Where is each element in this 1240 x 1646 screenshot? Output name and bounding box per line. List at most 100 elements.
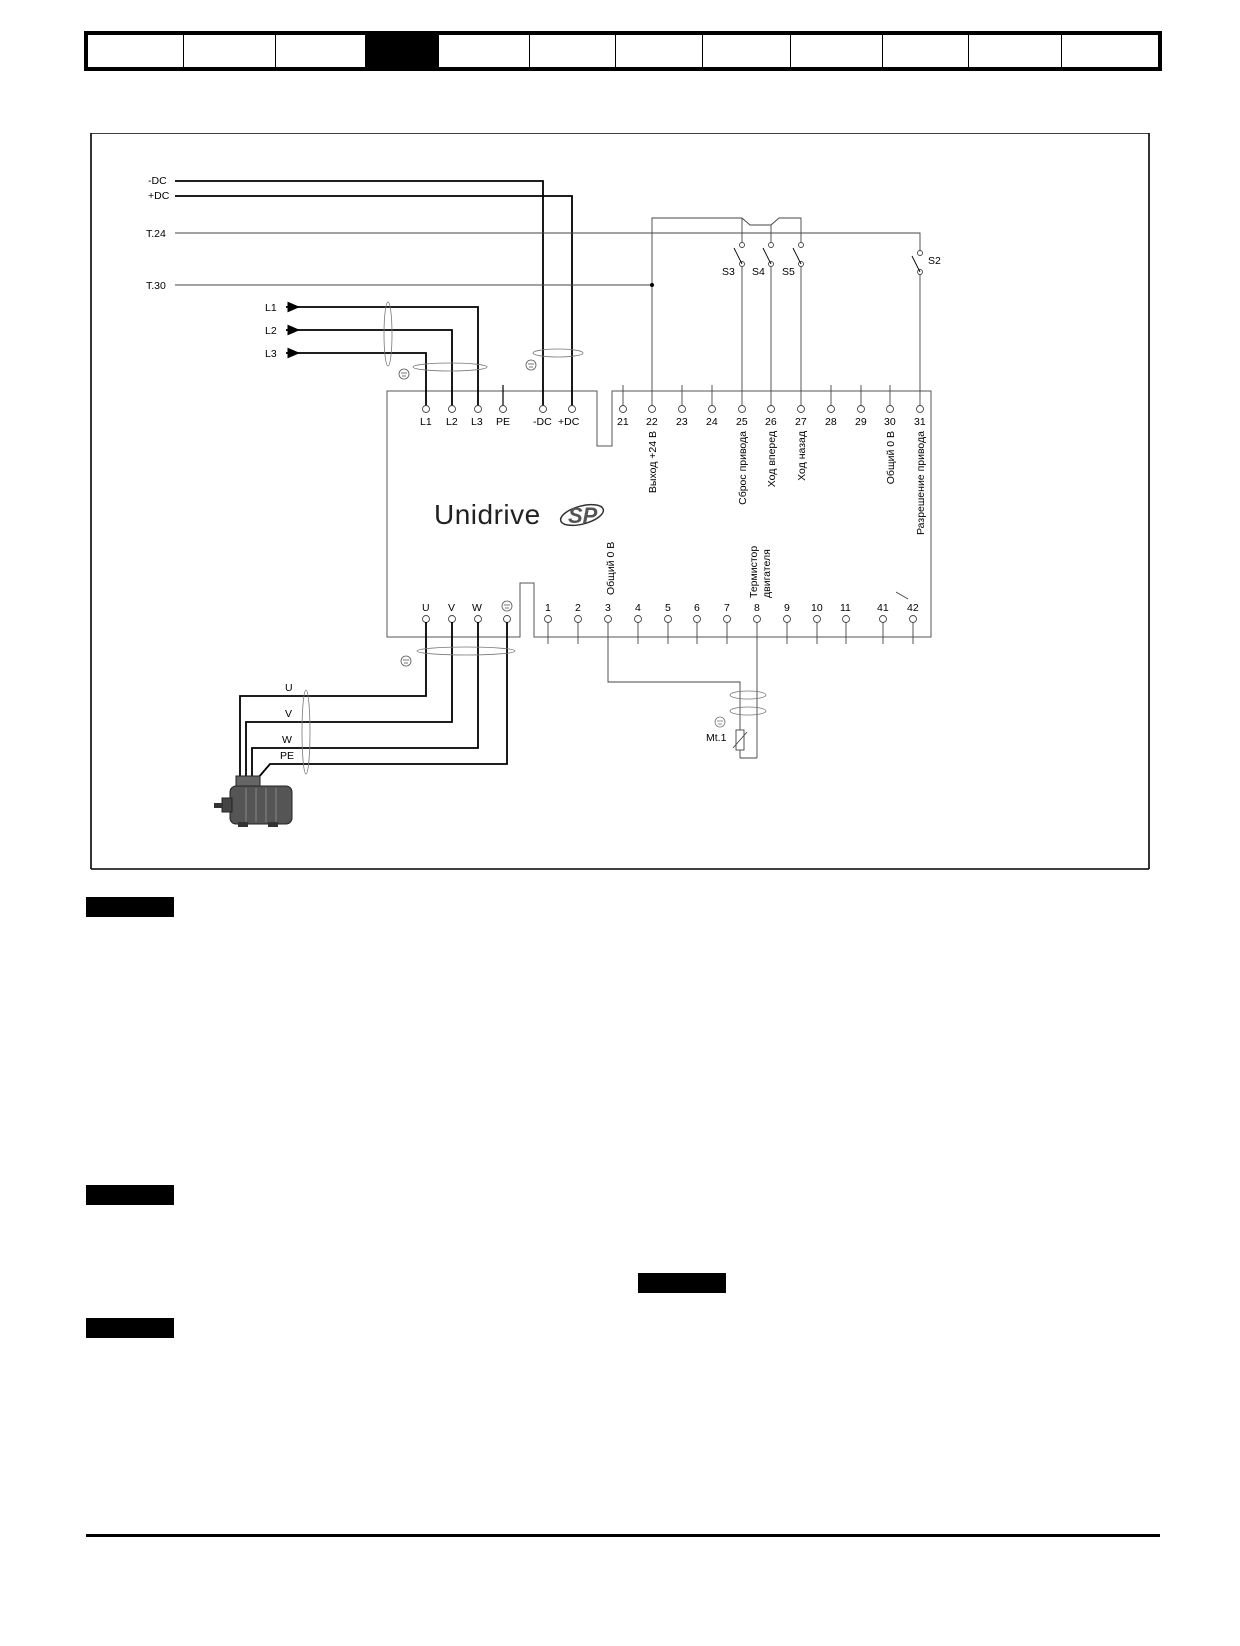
terminal-7: 7	[724, 602, 730, 614]
frame	[90, 133, 1150, 870]
terminal-25: 25	[736, 416, 748, 428]
t24-label: T.24	[146, 228, 166, 240]
tab-bar	[84, 31, 1162, 71]
label-run-reverse: Ход назад	[796, 431, 808, 481]
cable-screens-lower	[301, 646, 516, 775]
switch-wires-down	[741, 267, 921, 406]
power-terminal-l3: L3	[471, 416, 483, 428]
motor-terminal-circles	[422, 615, 511, 623]
terminal-4: 4	[635, 602, 641, 614]
terminal-22: 22	[646, 416, 658, 428]
terminal-30: 30	[884, 416, 896, 428]
earth-symbols-upper	[398, 359, 537, 380]
terminal-1: 1	[545, 602, 551, 614]
svg-text:SP: SP	[568, 503, 598, 528]
switches	[733, 242, 923, 275]
terminal-2: 2	[575, 602, 581, 614]
brand-unidrive: Unidrive	[434, 499, 541, 530]
control-bottom-stubs	[547, 591, 914, 644]
label-run-forward: Ход вперед	[766, 431, 778, 487]
power-terminal-circles	[422, 405, 576, 413]
tab-5[interactable]	[439, 35, 530, 67]
terminal-26: 26	[765, 416, 777, 428]
drive-body-outline	[386, 390, 932, 638]
section-marker-2	[86, 1185, 174, 1205]
label-motor-thermistor-1: Термистор	[748, 546, 760, 598]
tab-9[interactable]	[791, 35, 883, 67]
terminal-28: 28	[825, 416, 837, 428]
label-common-0v-top: Общий 0 В	[885, 431, 897, 484]
motor-cable-pe: PE	[280, 750, 294, 762]
cable-screens-upper	[383, 301, 584, 372]
power-terminal-l1: L1	[420, 416, 432, 428]
power-terminal-pe: PE	[496, 416, 510, 428]
terminal-41: 41	[877, 602, 889, 614]
tab-8[interactable]	[703, 35, 791, 67]
section-marker-3	[638, 1273, 726, 1293]
power-terminal-dc-neg: -DC	[533, 416, 552, 428]
terminal-6: 6	[694, 602, 700, 614]
label-motor-thermistor-2: двигателя	[761, 549, 773, 598]
tab-12[interactable]	[1062, 35, 1158, 67]
wiring-diagram-svg: -DC +DC T.24 T.30 L1 L2 L3 S3 S4 S5	[90, 133, 1150, 870]
label-common-0v-bottom: Общий 0 В	[605, 542, 617, 595]
terminal-29: 29	[855, 416, 867, 428]
thermistor-wiring	[607, 622, 758, 759]
motor-cable-v: V	[285, 708, 292, 720]
tab-10[interactable]	[883, 35, 969, 67]
tab-7[interactable]	[616, 35, 703, 67]
brand-sp-logo: SP	[559, 503, 605, 528]
tab-3[interactable]	[276, 35, 366, 67]
motor-terminal-w: W	[472, 602, 482, 614]
section-marker-1	[86, 897, 174, 917]
label-24v-output: Выход +24 В	[647, 431, 659, 493]
switch-s2-label: S2	[928, 255, 941, 267]
motor-cable-u: U	[285, 682, 293, 694]
l1-supply-label: L1	[265, 302, 277, 314]
motor-terminal-u: U	[422, 602, 430, 614]
tab-6[interactable]	[530, 35, 616, 67]
t30-label: T.30	[146, 280, 166, 292]
terminal-24: 24	[706, 416, 718, 428]
control-top-stubs	[622, 385, 891, 406]
wiring-diagram: -DC +DC T.24 T.30 L1 L2 L3 S3 S4 S5	[90, 133, 1150, 871]
supply-wires	[286, 301, 479, 406]
switch-s3-label: S3	[722, 266, 735, 278]
terminal-5: 5	[665, 602, 671, 614]
dc-neg-label: -DC	[148, 175, 167, 187]
label-drive-reset: Сброс привода	[737, 431, 749, 505]
terminal-8: 8	[754, 602, 760, 614]
earth-symbol-lower	[400, 655, 412, 667]
dc-bus-wires	[175, 180, 573, 406]
terminal-9: 9	[784, 602, 790, 614]
control-supply-wires	[175, 217, 921, 406]
tab-4-active[interactable]	[366, 35, 439, 67]
earth-terminal-icon	[501, 600, 513, 612]
terminal-27: 27	[795, 416, 807, 428]
control-top-circles	[619, 405, 924, 413]
motor-cable-wires	[239, 622, 508, 779]
terminal-21: 21	[617, 416, 629, 428]
terminal-31: 31	[914, 416, 926, 428]
l3-supply-label: L3	[265, 348, 277, 360]
tab-2[interactable]	[184, 35, 276, 67]
power-terminal-l2: L2	[446, 416, 458, 428]
l2-supply-label: L2	[265, 325, 277, 337]
terminal-11: 11	[840, 602, 851, 614]
motor-icon	[214, 775, 293, 827]
terminal-23: 23	[676, 416, 688, 428]
terminal-42: 42	[907, 602, 919, 614]
thermistor-screens	[714, 690, 767, 728]
footer-rule	[86, 1534, 1160, 1537]
tab-1[interactable]	[88, 35, 184, 67]
power-terminal-dc-pos: +DC	[558, 416, 580, 428]
control-bottom-circles	[544, 615, 917, 623]
dc-pos-label: +DC	[148, 190, 170, 202]
motor-cable-w: W	[282, 734, 292, 746]
tab-11[interactable]	[969, 35, 1062, 67]
terminal-3: 3	[605, 602, 611, 614]
motor-terminal-v: V	[448, 602, 455, 614]
label-drive-enable: Разрешение привода	[915, 431, 927, 535]
t30-junction-dot	[650, 283, 654, 287]
terminal-10: 10	[811, 602, 823, 614]
